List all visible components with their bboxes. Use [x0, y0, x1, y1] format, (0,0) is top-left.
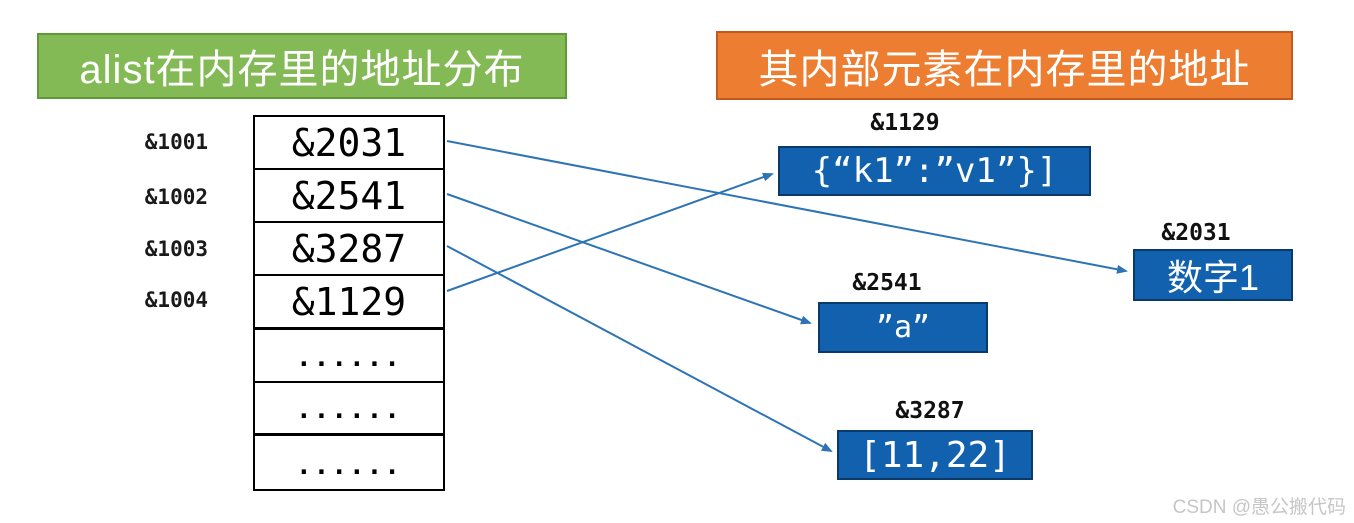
memory-table: &2031 &2541 &3287 &1129 ...... ...... ..… — [253, 115, 445, 491]
header-alist-memory-label: alist在内存里的地址分布 — [79, 48, 525, 92]
arrow-3287-to-list — [446, 245, 833, 452]
element-address-1129: &1129 — [870, 110, 940, 136]
address-label-1001: &1001 — [144, 129, 208, 154]
element-box-list: [11,22] — [837, 430, 1033, 480]
table-row-ellipsis: ...... — [255, 383, 443, 436]
table-row-ellipsis: ...... — [296, 451, 402, 481]
address-label-1002: &1002 — [144, 184, 208, 209]
header-elements-memory-label: 其内部元素在内存里的地址 — [758, 47, 1251, 92]
address-label-1003: &1003 — [144, 236, 208, 261]
table-row: &1129 — [255, 276, 443, 330]
table-row: &3287 — [255, 223, 443, 276]
table-row-ellipsis: ...... — [255, 330, 443, 383]
element-box-number: 数字1 — [1133, 249, 1293, 301]
element-box-dict: {“k1”:”v1”}] — [778, 146, 1091, 196]
element-address-2031: &2031 — [1161, 220, 1231, 246]
header-elements-memory: 其内部元素在内存里的地址 — [716, 31, 1293, 100]
csdn-watermark: CSDN @愚公搬代码 — [1172, 497, 1346, 518]
header-alist-memory: alist在内存里的地址分布 — [37, 33, 567, 99]
element-address-3287: &3287 — [895, 398, 965, 424]
table-row: &2031 — [255, 117, 443, 170]
arrow-1129-to-dict — [446, 172, 774, 292]
element-box-string: ”a” — [818, 302, 988, 353]
element-address-2541: &2541 — [852, 270, 922, 296]
table-row: &2541 — [255, 170, 443, 223]
address-label-1004: &1004 — [144, 287, 208, 312]
arrow-2541-to-string — [446, 193, 812, 325]
